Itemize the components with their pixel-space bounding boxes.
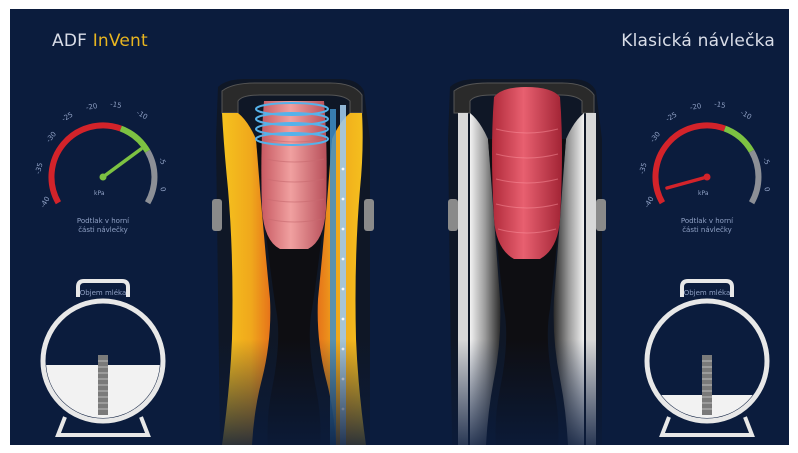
gauge-tick-label: -15 <box>713 100 726 111</box>
gauge-caption-line: části návlečky <box>662 226 752 235</box>
adf-milk-tank <box>40 281 166 435</box>
classic-milk-tank <box>644 281 770 435</box>
classic-title: Klasická návlečka <box>621 31 775 51</box>
adf-gauge-caption: Podtlak v horní části návlečky <box>58 217 148 235</box>
gauge-grey-arc <box>148 151 155 202</box>
gauge-needle <box>667 177 707 188</box>
classic-tank-label: Objem mléka <box>662 289 752 298</box>
gauge-tick-label: -15 <box>109 100 122 111</box>
gauge-red-arc <box>51 125 120 202</box>
gauge-caption-line: Podtlak v horní <box>58 217 148 226</box>
adf-tank-label: Objem mléka <box>58 289 148 298</box>
gauge-hub <box>100 174 107 181</box>
adf-title-main: ADF <box>52 31 93 51</box>
adf-title: ADF InVent <box>52 31 148 51</box>
gauge-needle <box>103 149 141 177</box>
gauge-grey-arc <box>752 151 759 202</box>
gauge-green-arc <box>725 129 752 152</box>
gauge-caption-line: části návlečky <box>58 226 148 235</box>
gauge-hub <box>704 174 711 181</box>
classic-gauge-unit: kPa <box>698 190 709 197</box>
adf-gauge-unit: kPa <box>94 190 105 197</box>
gauge-caption-line: Podtlak v horní <box>662 217 752 226</box>
adf-title-accent: InVent <box>93 31 148 51</box>
classic-gauge-caption: Podtlak v horní části návlečky <box>662 217 752 235</box>
gauge-red-arc <box>655 125 724 202</box>
gauge-green-arc <box>121 129 148 152</box>
diagram-scene: ADF InVent Klasická návlečka -40 -35 -30… <box>10 9 789 445</box>
